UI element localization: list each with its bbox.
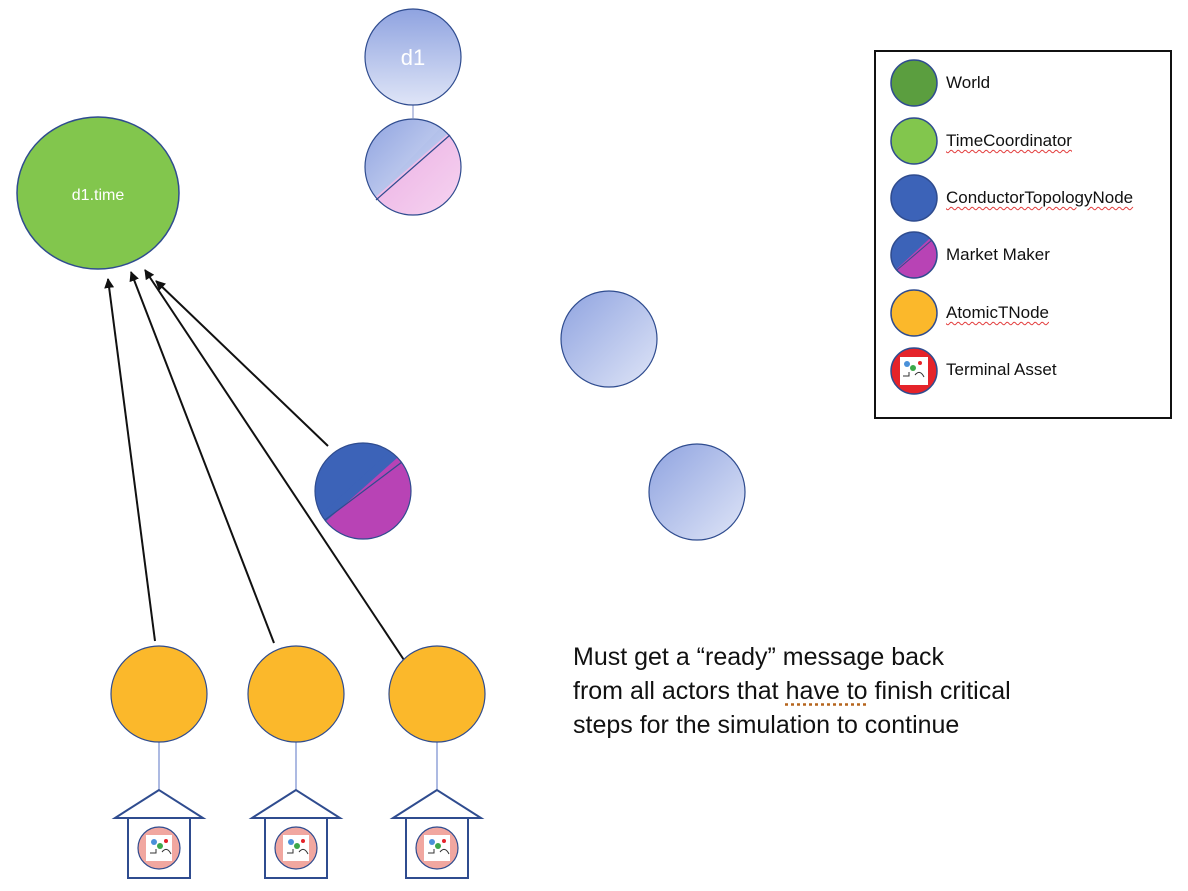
note-line-1: Must get a “ready” message back [573,643,944,671]
terminal-asset-house-3 [389,788,485,879]
note-line-3: steps for the simulation to continue [573,711,960,739]
legend-label-conductor-topology-node: ConductorTopologyNode [946,188,1134,207]
ready-arrow-market-maker [155,280,329,447]
atomic-tnode-2 [247,645,345,743]
ready-arrow-2 [129,271,275,644]
note-line-2: from all actors that have to finish crit… [573,674,1073,708]
market-maker-node [314,442,412,540]
legend-label-world: World [946,73,991,92]
note-line-2-start: from all actors that [573,677,786,705]
d1-time-label: d1.time [72,187,125,204]
terminal-asset-house-2 [248,788,344,879]
legend-label-atomic-tnode: AtomicTNode [946,303,1049,322]
conductor-topology-node-2 [648,443,746,541]
d1-time-node: d1.time [16,116,180,270]
atomic-tnode-3 [388,645,486,743]
d1-label: d1 [401,45,425,70]
conductor-topology-node-1 [560,290,658,388]
ready-arrow-1 [104,278,156,642]
d1-market-maker-node [364,118,462,216]
atomic-tnode-1 [110,645,208,743]
note-line-2-underlined: have to [785,677,868,705]
ready-arrow-3 [144,269,405,661]
terminal-asset-house-1 [111,788,207,879]
d1-node: d1 [364,8,462,106]
ready-message-note: Must get a “ready” message back from all… [573,640,1073,742]
legend-label-time-coordinator: TimeCoordinator [946,131,1072,150]
legend-label-market-maker: Market Maker [946,245,1050,264]
note-line-2-end: finish critical [867,677,1011,705]
legend-label-terminal-asset: Terminal Asset [946,360,1057,379]
